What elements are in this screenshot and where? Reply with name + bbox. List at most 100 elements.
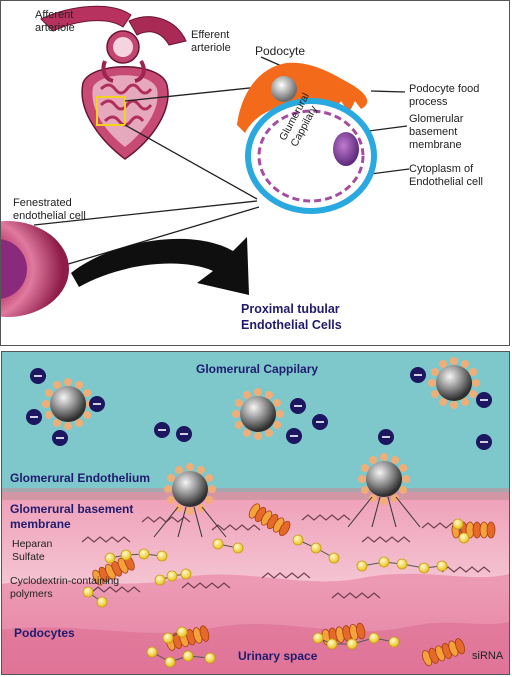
fenestrated-vessel <box>1 221 69 317</box>
nanoparticle-ligand <box>175 465 183 474</box>
polymer-bead <box>346 638 358 650</box>
urinary-space-label: Urinary space <box>238 649 318 663</box>
nanoparticle-ligand <box>360 464 369 472</box>
heparan-sulfate-chain <box>361 536 411 543</box>
gbm-label: Glomerular basement membrane <box>409 113 464 151</box>
nanoparticle-ligand <box>461 359 469 368</box>
nanoparticle-ligand <box>64 422 72 430</box>
podocyte-label: Podocyte <box>255 44 306 58</box>
nanoparticle-ligand <box>273 421 282 429</box>
fenestrated-label: Fenestrated endothelial cell <box>13 197 86 222</box>
nanoparticle-ligand <box>197 504 205 513</box>
nanoparticle-ligand <box>369 494 377 503</box>
nanoparticle-ligand <box>391 455 399 464</box>
polymer-bead <box>212 538 224 550</box>
podocyte-cell <box>237 62 368 133</box>
nanoparticle-ligand <box>439 398 447 407</box>
nanoparticle-ligand <box>53 419 61 428</box>
nanoparticle-ligand <box>399 464 408 472</box>
nanoparticle-ligand <box>450 401 458 409</box>
polymer-bead <box>326 638 338 650</box>
nanoparticle-ligand <box>254 432 262 440</box>
polymer-bead <box>162 632 174 644</box>
nanoparticle-ligand <box>273 399 282 407</box>
nanoparticle-ligand <box>208 485 216 493</box>
polymer-bead <box>368 632 380 644</box>
nanoparticle-ligand <box>44 411 53 419</box>
sirna-helix <box>422 638 466 667</box>
cyclodextrin-label: Cyclodextrin-containing polymers <box>10 575 120 600</box>
nanoparticle-ligand <box>53 380 61 389</box>
polymer-bead <box>388 636 400 648</box>
polymer-bead <box>418 562 430 574</box>
polymer-bead <box>396 558 408 570</box>
nanoparticle-ligand <box>369 455 377 464</box>
tether-line <box>347 496 373 528</box>
kidney-diagram <box>1 5 410 317</box>
nanoparticle-ligand <box>205 474 214 482</box>
nanoparticle-ligand <box>469 390 478 398</box>
heparan-sulfate-chain <box>261 572 311 579</box>
afferent-arteriole-label: Afferent arteriole <box>35 9 75 34</box>
efferent-arteriole-label: Efferent arteriole <box>191 29 231 54</box>
nanoparticle-ligand <box>469 368 478 376</box>
nanoparticle-ligand <box>439 359 447 368</box>
polymer-bead <box>292 534 304 546</box>
polymer-bead <box>182 650 194 662</box>
tether-line <box>371 496 381 528</box>
heparan-label: Heparan Sulfate <box>12 538 53 563</box>
nanoparticle-ligand <box>430 368 439 376</box>
polymer-bead <box>310 542 322 554</box>
nanoparticle-ligand <box>461 398 469 407</box>
polymer-bead <box>154 574 166 586</box>
nanoparticle-ligand <box>265 390 273 399</box>
nanoparticle-ligand <box>197 465 205 474</box>
polymer-bead <box>166 570 178 582</box>
polymer-strand <box>151 651 211 663</box>
nanoparticle-ligand <box>380 453 388 461</box>
polymer-bead <box>82 586 94 598</box>
bottom-panel: Glomerural Cappilary Glomerural Endothel… <box>1 351 510 675</box>
endothelium-label: Glomerural Endothelium <box>10 471 151 485</box>
nanoparticle-ligand <box>234 399 243 407</box>
nanoparticle <box>50 386 86 422</box>
polymer-bead <box>96 596 108 608</box>
polymer-bead <box>156 550 168 562</box>
polymer-bead <box>436 560 448 572</box>
nanoparticle-ligand <box>205 496 214 504</box>
polymer-bead <box>146 646 158 658</box>
nanoparticle-ligand <box>166 474 175 482</box>
nanoparticle-ligand <box>358 475 366 483</box>
nanoparticle <box>436 365 472 401</box>
food-process-label: Podocyte food process <box>409 83 480 108</box>
gbm-label-bottom: Glomerural basement membrane <box>10 502 134 531</box>
nanoparticle-ligand <box>265 429 273 438</box>
heparan-sulfate-chain <box>91 586 141 593</box>
nanoparticle-ligand <box>44 389 53 397</box>
glomerulus-illustration <box>40 5 187 160</box>
polymer-bead <box>452 518 464 530</box>
nanoparticle-ligand <box>391 494 399 503</box>
polymer-bead <box>312 632 324 644</box>
top-panel: Afferent arteriole Efferent arteriole Po… <box>0 0 510 346</box>
filtration-barrier-diagram <box>2 352 509 674</box>
curved-arrow <box>71 237 249 295</box>
sirna-helix <box>248 503 291 537</box>
nanoparticle <box>240 396 276 432</box>
nanoparticle-ligand <box>75 419 83 428</box>
polymer-bead <box>104 552 116 564</box>
nanoparticle-ligand <box>380 497 388 505</box>
nanoparticle-ligand <box>234 421 243 429</box>
nanoparticle-ligand <box>430 390 439 398</box>
heparan-sulfate-chain <box>331 592 381 599</box>
podocytes-label: Podocytes <box>14 626 75 640</box>
heparan-sulfate-chain <box>81 536 131 543</box>
polymer-bead <box>164 656 176 668</box>
nanoparticle-ligand <box>232 410 240 418</box>
nanoparticle-ligand <box>243 390 251 399</box>
heparan-sulfate-chain <box>441 566 491 573</box>
nanoparticle-ligand <box>428 379 436 387</box>
nanoparticle-ligand <box>175 504 183 513</box>
nanoparticle-ligand <box>83 411 92 419</box>
polymer-bead <box>378 556 390 568</box>
